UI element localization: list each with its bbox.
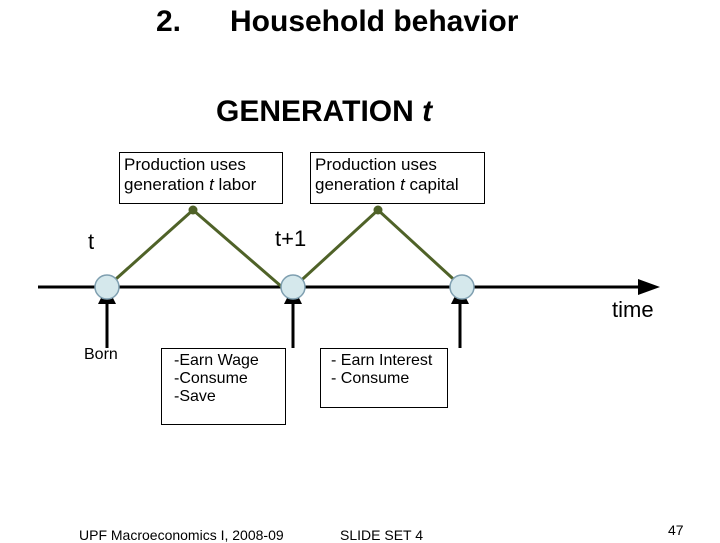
slide-title: Household behavior (230, 5, 519, 38)
labor-peak-dot (188, 205, 198, 215)
labor-line2: generation t labor (124, 175, 257, 194)
capital-line1: Production uses (315, 155, 437, 174)
period1-item: -Consume (174, 370, 248, 387)
capital-line2: generation t capital (315, 175, 459, 194)
t-label: t (88, 229, 95, 254)
time-axis (38, 279, 660, 295)
generation-prefix: GENERATION (216, 95, 423, 128)
node-born (94, 274, 120, 300)
born-label: Born (84, 346, 118, 363)
period2-item: - Consume (331, 370, 410, 387)
period2-activities-box: - Earn Interest - Consume (320, 348, 448, 408)
capital-peak-dot (373, 205, 383, 215)
t-plus-1-label: t+1 (275, 226, 307, 251)
generation-var: t (422, 95, 433, 128)
period1-item: -Save (174, 388, 216, 405)
event-arrows (98, 286, 469, 348)
section-number: 2. (156, 5, 182, 38)
labor-production-box: Production uses generation t labor (119, 152, 283, 204)
course-footer: UPF Macroeconomics I, 2008-09 (79, 527, 284, 543)
time-axis-label: time (612, 297, 654, 322)
labor-line1: Production uses (124, 155, 246, 174)
node-t1 (280, 274, 306, 300)
period1-item: -Earn Wage (174, 352, 259, 369)
capital-production-box: Production uses generation t capital (310, 152, 485, 204)
period2-item: - Earn Interest (331, 352, 433, 369)
generation-heading: GENERATION t (216, 95, 432, 129)
slide-set-footer: SLIDE SET 4 (340, 527, 424, 543)
node-t2 (449, 274, 475, 300)
period1-activities-box: -Earn Wage -Consume -Save (161, 348, 286, 425)
page-number: 47 (668, 522, 684, 538)
